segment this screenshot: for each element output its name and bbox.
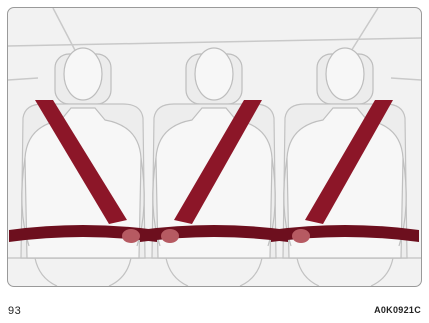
figure-code: A0K0921C [374,305,421,315]
legs-right [297,258,393,286]
head-center [195,48,233,100]
buckle-center [161,229,179,243]
buckle-left [122,229,140,243]
head-right [326,48,364,100]
buckle-right [292,229,310,243]
rear-seat-belts-illustration [8,8,421,286]
illustration-frame [7,7,422,287]
legs-center [166,258,262,286]
figure-number: 93 [8,305,21,317]
legs-left [35,258,131,286]
head-left [64,48,102,100]
